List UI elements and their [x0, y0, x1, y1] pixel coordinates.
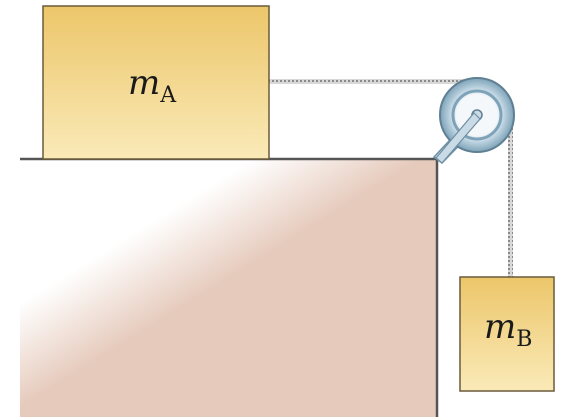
pulley-groove	[451, 89, 503, 141]
block-a: mA	[42, 5, 270, 160]
rope-horizontal	[268, 79, 480, 84]
rope-vertical	[508, 115, 513, 277]
table-body	[20, 159, 437, 417]
table	[20, 157, 439, 417]
block-b-label: mB	[484, 307, 532, 352]
block-b: mB	[459, 276, 555, 392]
block-a-label: mA	[128, 63, 177, 108]
block-a-body	[42, 5, 270, 160]
block-b-body	[459, 276, 555, 392]
pulley	[435, 77, 515, 164]
